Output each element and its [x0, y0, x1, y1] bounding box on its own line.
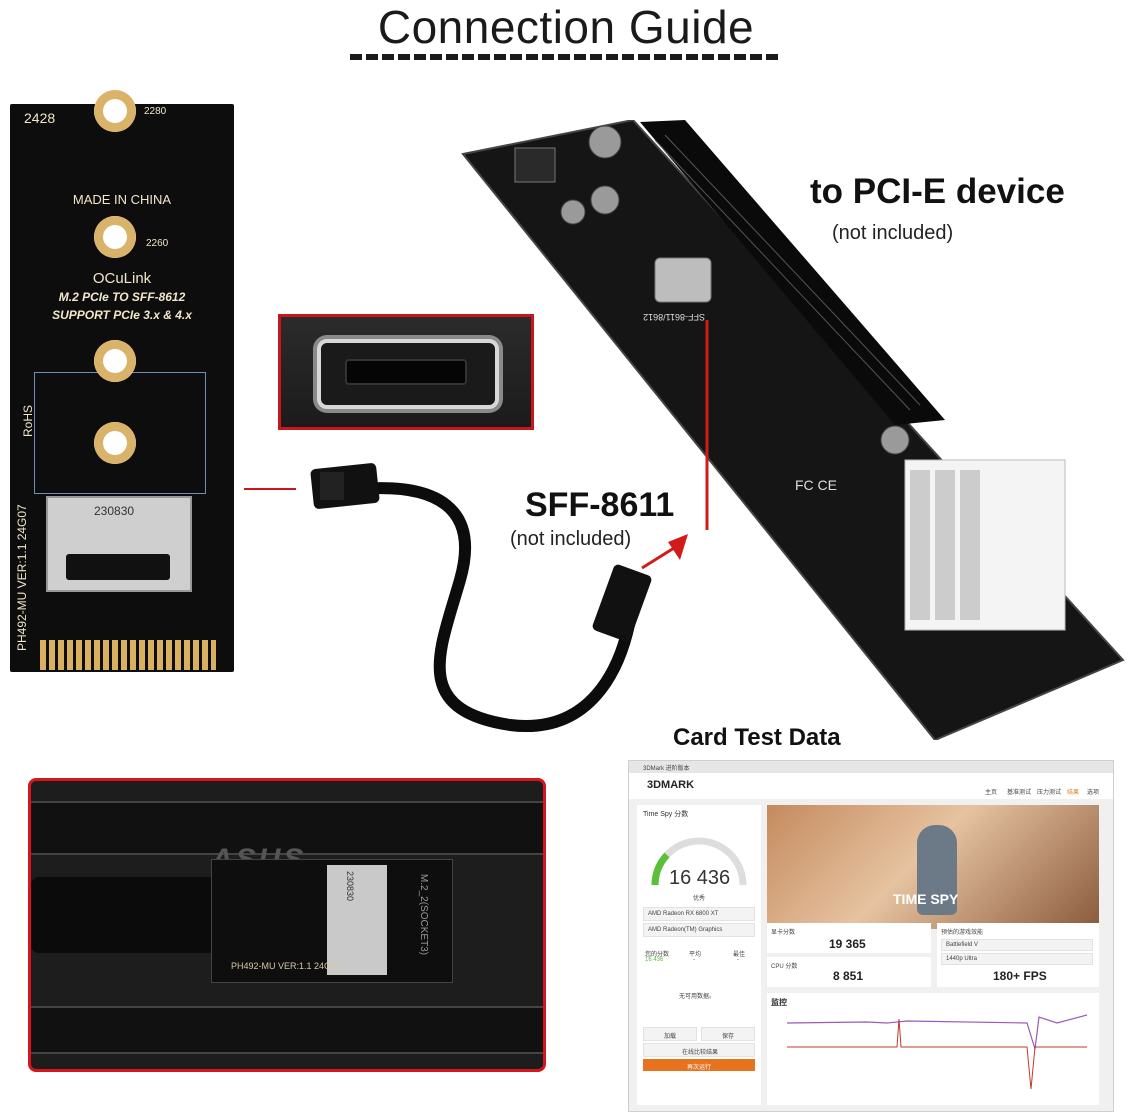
dm-estimate-label: 预估的游戏效能 — [941, 930, 984, 936]
dm-avg-value: - — [693, 957, 695, 963]
dm-online-label: 在线比较结果 — [682, 1050, 719, 1056]
dm-monitor-graph — [787, 1014, 1088, 1090]
pcie-slot-top — [31, 801, 543, 855]
mount-hole-2230 — [94, 422, 136, 464]
dm-banner-title: TIME SPY — [893, 891, 959, 907]
dm-game: Battlefield V — [946, 942, 979, 948]
dm-fps: 180+ FPS — [993, 969, 1047, 983]
dm-logo: 3DMARK — [647, 779, 695, 791]
sff-cable-label: SFF-8611 — [525, 486, 675, 524]
dm-rating: 优秀 — [693, 896, 706, 902]
dm-score-gauge — [651, 837, 747, 886]
dm-nav-options[interactable]: 选项 — [1087, 790, 1100, 796]
dm-igpu: AMD Radeon(TM) Graphics — [648, 927, 723, 933]
closeup-port — [317, 339, 499, 409]
pcie-board-text: SFF-8611/8612 — [643, 312, 705, 322]
3dmark-window: 3DMark 进阶版本 3DMARK 主页 基准测试 压力测试 结果 选项 Ti… — [628, 760, 1114, 1112]
connector-slot — [66, 554, 170, 580]
dm-window-title: 3DMark 进阶版本 — [643, 766, 690, 772]
m2-version: PH492-MU VER:1.1 24G07 — [15, 504, 29, 651]
m2-rohs: RoHS — [21, 404, 36, 438]
dm-titlebar: 3DMark 进阶版本 — [629, 761, 1113, 773]
page-title: Connection Guide — [377, 1, 755, 53]
motherboard-photo: ASUS 230830 PH492-MU VER:1.1 24G07 M.2_2… — [28, 778, 546, 1072]
dm-header: 3DMARK 主页 基准测试 压力测试 结果 选项 — [629, 773, 1113, 799]
dm-save-button[interactable]: 保存 — [701, 1027, 755, 1041]
dm-test-name: Time Spy 分数 — [643, 811, 689, 818]
svg-text:FC CE: FC CE — [795, 477, 837, 493]
mount-hole-2280 — [94, 90, 136, 132]
dm-avg-label: 平均 — [689, 952, 702, 958]
dm-graphics-score: 19 365 — [829, 937, 866, 951]
pcie-device-sub: (not included) — [832, 222, 954, 244]
mobo-slot-label: M.2_2(SOCKET3) — [418, 873, 430, 956]
dm-nav-home[interactable]: 主页 — [985, 790, 998, 796]
mount-hole-2260 — [94, 216, 136, 258]
m2-brand: OCuLink — [92, 270, 152, 287]
dm-save-label: 保存 — [722, 1034, 735, 1040]
dm-graphics-label: 显卡分数 — [771, 930, 796, 936]
dm-best-value: - — [737, 957, 739, 963]
dm-gpu-row: AMD Radeon RX 6800 XT — [643, 907, 755, 921]
closeup-port-slot — [345, 359, 467, 385]
mount-hole-2242 — [94, 340, 136, 382]
dm-graphics-panel: 显卡分数 19 365 — [767, 923, 931, 953]
dm-preset-select[interactable]: 1440p Ultra — [941, 953, 1093, 965]
sff-8611-cable — [310, 463, 688, 733]
dm-banner-figure — [917, 825, 957, 915]
m2-line1: M.2 PCIe TO SFF-8612 — [58, 290, 186, 304]
dm-your-score: 16 436 — [645, 957, 664, 963]
dm-run-label: 再次运行 — [687, 1065, 712, 1071]
dm-estimate-panel: 预估的游戏效能 Battlefield V 1440p Ultra 180+ F… — [937, 923, 1099, 987]
m2-line2: SUPPORT PCIe 3.x & 4.x — [52, 308, 192, 322]
pcie-device-label: to PCI-E device — [810, 172, 1065, 211]
title-underline — [350, 54, 780, 60]
sff-8612-connector: 230830 — [46, 496, 192, 592]
dm-igpu-row: AMD Radeon(TM) Graphics — [643, 923, 755, 937]
sff-cable-sub: (not included) — [510, 528, 632, 550]
dm-nav-benchmarks[interactable]: 基准测试 — [1007, 790, 1032, 796]
m2-made-in: MADE IN CHINA — [72, 192, 172, 207]
m2-size-2280: 2280 — [144, 106, 167, 117]
dm-cpu-panel: CPU 分数 8 851 — [767, 957, 931, 987]
dm-score-panel: Time Spy 分数 16 436 优秀 AMD Radeon RX 6800… — [637, 805, 761, 1105]
connector-code: 230830 — [94, 504, 135, 518]
adapter-connector-code: 230830 — [345, 871, 355, 902]
m2-adapter-board: 2428 2280 MADE IN CHINA 2260 OCuLink M.2… — [10, 90, 234, 672]
dm-cpu-score: 8 851 — [833, 969, 864, 983]
dm-nav-stress[interactable]: 压力测试 — [1037, 790, 1062, 796]
dm-no-data: 无可用数据。 — [679, 994, 716, 1000]
dm-monitor-label: 监控 — [771, 998, 787, 1007]
connector-closeup — [278, 314, 534, 430]
dm-game-select[interactable]: Battlefield V — [941, 939, 1093, 951]
adapter-connector: 230830 — [327, 865, 387, 975]
m2-code-top: 2428 — [24, 110, 56, 126]
dm-monitor-panel: 监控 — [767, 993, 1099, 1105]
pcie-slot-bottom — [31, 1006, 543, 1054]
connector-line — [244, 488, 296, 490]
mobo-board-text: PH492-MU VER:1.1 24G07 — [231, 961, 342, 971]
m2-size-2260: 2260 — [146, 238, 169, 249]
dm-online-button[interactable]: 在线比较结果 — [643, 1043, 755, 1057]
dm-nav-results[interactable]: 结果 — [1067, 790, 1080, 796]
dm-load-button[interactable]: 加载 — [643, 1027, 697, 1041]
dm-score: 16 436 — [669, 867, 731, 889]
dm-gpu: AMD Radeon RX 6800 XT — [648, 911, 719, 917]
dm-cpu-label: CPU 分数 — [771, 964, 798, 970]
dm-load-label: 加载 — [664, 1034, 677, 1040]
dm-run-button[interactable]: 再次运行 — [643, 1059, 755, 1071]
card-test-title: Card Test Data — [673, 724, 841, 751]
m2-gold-fingers — [40, 640, 216, 670]
dm-banner: TIME SPY — [767, 805, 1099, 929]
pcie-riser-board: SFF-8611/8612 FC CE — [461, 120, 1125, 740]
dm-best-label: 最佳 — [733, 952, 746, 958]
dm-your-score-label: 您的分数 — [645, 952, 670, 958]
dm-preset: 1440p Ultra — [946, 956, 978, 962]
